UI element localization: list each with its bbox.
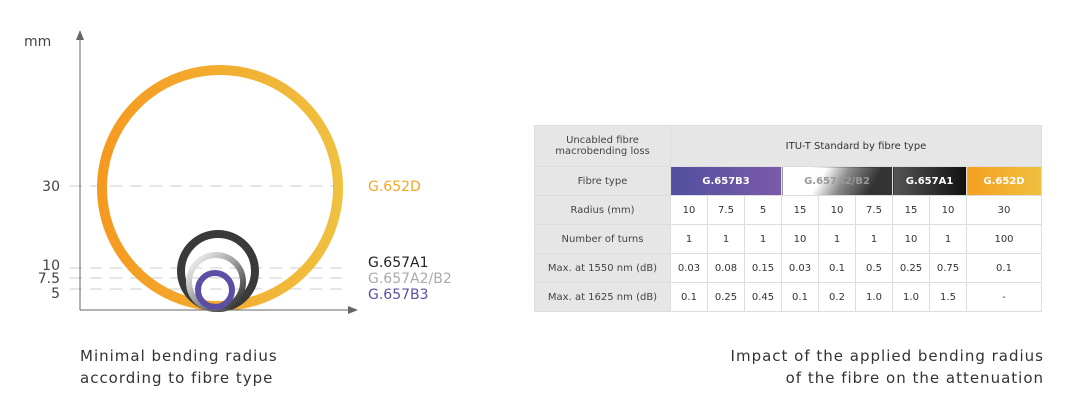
row-label: Radius (mm) — [534, 195, 671, 225]
table-cell: 10 — [818, 195, 856, 225]
table-cell: 0.15 — [744, 253, 782, 283]
row-label: Number of turns — [534, 224, 671, 254]
type-g657a2b2: G.657A2/B2 — [781, 166, 893, 196]
x-axis-arrow-icon — [348, 306, 358, 314]
table-cell: 1.0 — [855, 282, 893, 312]
table-cell: 0.1 — [818, 253, 856, 283]
circle-g652d — [97, 65, 343, 311]
table-cell: 0.1 — [781, 282, 819, 312]
table-cell: 1.5 — [929, 282, 967, 312]
table-cell: 10 — [781, 224, 819, 254]
type-g652d: G.652D — [966, 166, 1042, 196]
table-cell: 0.25 — [707, 282, 745, 312]
table-cell: 1 — [707, 224, 745, 254]
table-cell: 0.03 — [670, 253, 708, 283]
attenuation-table: Uncabled fibre macrobending loss ITU-T S… — [534, 125, 1042, 312]
label-g652d: G.652D — [368, 179, 421, 195]
row-label: Max. at 1550 nm (dB) — [534, 253, 671, 283]
table-cell: 5 — [744, 195, 782, 225]
table-cell: 15 — [892, 195, 930, 225]
table-cell: 1 — [744, 224, 782, 254]
y-axis-unit: mm — [24, 34, 51, 50]
label-g657b3: G.657B3 — [368, 287, 429, 303]
type-g657b3: G.657B3 — [670, 166, 782, 196]
table-cell: 10 — [929, 195, 967, 225]
table-caption: Impact of the applied bending radius of … — [731, 345, 1044, 389]
diagram-caption: Minimal bending radius according to fibr… — [80, 345, 278, 389]
label-g657a1: G.657A1 — [368, 255, 429, 271]
table-cell: 15 — [781, 195, 819, 225]
label-g657a2b2: G.657A2/B2 — [368, 271, 452, 287]
type-g657a1: G.657A1 — [892, 166, 967, 196]
table-cell: 0.45 — [744, 282, 782, 312]
table-cell: 0.08 — [707, 253, 745, 283]
tick-7-5: 7.5 — [38, 271, 60, 287]
table-cell: 1.0 — [892, 282, 930, 312]
row-label: Max. at 1625 nm (dB) — [534, 282, 671, 312]
table-cell: 0.1 — [670, 282, 708, 312]
table-cell: 1 — [670, 224, 708, 254]
table-cell: 30 — [966, 195, 1042, 225]
table-cell: 1 — [929, 224, 967, 254]
table-cell: 0.1 — [966, 253, 1042, 283]
standard-header: ITU-T Standard by fibre type — [670, 125, 1042, 167]
tick-30: 30 — [42, 179, 60, 195]
y-axis-arrow-icon — [76, 30, 84, 40]
caption-line: Minimal bending radius — [80, 347, 278, 365]
table-cell: 0.5 — [855, 253, 893, 283]
corner-header: Uncabled fibre macrobending loss — [534, 125, 671, 167]
caption-line: Impact of the applied bending radius — [730, 347, 1044, 365]
table-cell: 10 — [892, 224, 930, 254]
table-cell: 10 — [670, 195, 708, 225]
caption-line: according to fibre type — [80, 369, 274, 387]
fibre-type-label: Fibre type — [534, 166, 671, 196]
table-cell: 7.5 — [855, 195, 893, 225]
tick-10: 10 — [42, 258, 60, 274]
bending-radius-diagram: mm 30 10 7.5 5 G.652D G.657A1 G.657A2/B2… — [24, 30, 452, 314]
table-cell: 1 — [818, 224, 856, 254]
table-cell: 1 — [855, 224, 893, 254]
table-cell: 7.5 — [707, 195, 745, 225]
table-cell: 0.03 — [781, 253, 819, 283]
table-cell: - — [966, 282, 1042, 312]
table-cell: 0.25 — [892, 253, 930, 283]
circle-g657b3 — [195, 270, 235, 310]
table-cell: 0.2 — [818, 282, 856, 312]
caption-line: of the fibre on the attenuation — [785, 369, 1044, 387]
axes — [79, 38, 352, 311]
tick-5: 5 — [51, 286, 60, 302]
table-cell: 100 — [966, 224, 1042, 254]
table-cell: 0.75 — [929, 253, 967, 283]
